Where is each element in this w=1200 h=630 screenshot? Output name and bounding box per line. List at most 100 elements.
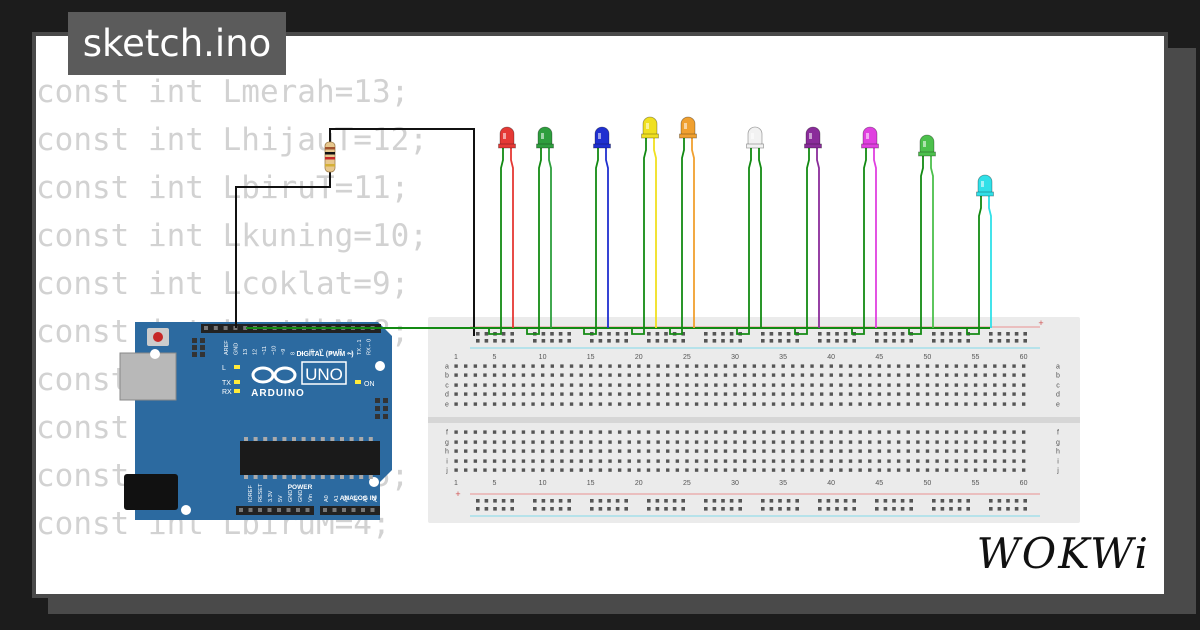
chip-pin [320, 437, 325, 441]
breadboard-hole [829, 430, 833, 434]
rail-hole [989, 499, 993, 503]
chip-pin [301, 475, 306, 479]
rail-hole [607, 332, 611, 336]
breadboard-hole [492, 440, 497, 444]
breadboard-hole [1012, 440, 1016, 444]
rail-hole [729, 499, 734, 503]
breadboard-hole [608, 392, 612, 396]
breadboard-hole [608, 449, 612, 453]
header-pin [342, 508, 346, 512]
breadboard-hole [791, 459, 795, 463]
breadboard-hole [945, 459, 949, 463]
row-letter: b [1056, 373, 1060, 380]
breadboard-hole [868, 383, 872, 387]
chip-pin [359, 475, 364, 479]
breadboard-hole [714, 430, 718, 434]
breadboard-hole [483, 402, 487, 406]
breadboard-hole [454, 383, 458, 387]
breadboard-hole [800, 440, 805, 444]
breadboard-hole [791, 383, 795, 387]
breadboard-hole [887, 383, 891, 387]
rail-hole [875, 507, 879, 511]
header-pin [323, 508, 327, 512]
breadboard-hole [666, 392, 670, 396]
breadboard-hole [560, 392, 564, 396]
header-pin [223, 326, 228, 330]
breadboard-hole [531, 459, 535, 463]
breadboard-hole [839, 373, 843, 377]
icsp-pin [200, 338, 205, 343]
breadboard-hole [781, 468, 785, 472]
power-pin-label: RESET [258, 483, 264, 502]
breadboard-hole [454, 364, 458, 368]
breadboard-hole [560, 430, 564, 434]
breadboard-hole [993, 402, 997, 406]
breadboard-hole [704, 373, 708, 377]
breadboard-hole [473, 402, 478, 406]
rail-hole [567, 339, 571, 343]
breadboard-hole [656, 392, 660, 396]
breadboard-hole [531, 402, 535, 406]
breadboard-hole [868, 440, 872, 444]
breadboard-hole [743, 402, 747, 406]
header-pin [332, 508, 337, 512]
breadboard-hole [454, 392, 458, 396]
breadboard-hole [589, 459, 593, 463]
breadboard-hole [646, 468, 651, 472]
breadboard-hole [560, 373, 564, 377]
breadboard-hole [819, 373, 824, 377]
breadboard-hole [973, 373, 978, 377]
breadboard-hole [868, 430, 872, 434]
rail-hole [721, 499, 725, 503]
rail-hole [1006, 339, 1010, 343]
breadboard-hole [569, 440, 574, 444]
breadboard-hole [887, 373, 891, 377]
breadboard-hole [733, 383, 737, 387]
breadboard-hole [483, 383, 487, 387]
rail-hole [966, 499, 970, 503]
breadboard-hole [637, 449, 641, 453]
rail-hole [484, 499, 489, 503]
breadboard-hole [733, 449, 737, 453]
breadboard-hole [1012, 459, 1016, 463]
breadboard-hole [714, 383, 718, 387]
breadboard-hole [464, 449, 468, 453]
led-anode-wire [653, 136, 657, 328]
column-number: 30 [731, 354, 739, 361]
breadboard-hole [464, 430, 468, 434]
rail-hole [567, 507, 571, 511]
breadboard-hole [733, 468, 737, 472]
breadboard-hole [877, 430, 882, 434]
rail-hole [712, 332, 717, 336]
analog-header [320, 506, 380, 515]
column-number: 10 [539, 354, 547, 361]
breadboard-hole [550, 392, 554, 396]
breadboard-hole [935, 440, 939, 444]
rail-hole [989, 507, 993, 511]
breadboard-hole [579, 392, 583, 396]
rail-hole [786, 507, 791, 511]
breadboard-hole [964, 449, 968, 453]
rail-hole [957, 339, 962, 343]
file-tab[interactable]: sketch.ino [68, 12, 286, 75]
breadboard-hole [704, 459, 708, 463]
breadboard-hole [608, 440, 612, 444]
breadboard-hole [521, 449, 526, 453]
rail-hole [476, 332, 480, 336]
column-number: 45 [875, 354, 883, 361]
breadboard-hole [675, 373, 680, 377]
rail-hole [966, 507, 970, 511]
status-led [234, 389, 240, 393]
breadboard-hole [714, 402, 718, 406]
rail-hole [892, 499, 896, 503]
breadboard-hole [733, 459, 737, 463]
breadboard-hole [666, 459, 670, 463]
breadboard-hole [617, 468, 622, 472]
breadboard-hole [945, 468, 949, 472]
breadboard-hole [627, 373, 631, 377]
breadboard-hole [819, 459, 824, 463]
breadboard-hole [925, 373, 930, 377]
breadboard-hole [589, 383, 593, 387]
breadboard-hole [483, 430, 487, 434]
breadboard-hole [819, 449, 824, 453]
